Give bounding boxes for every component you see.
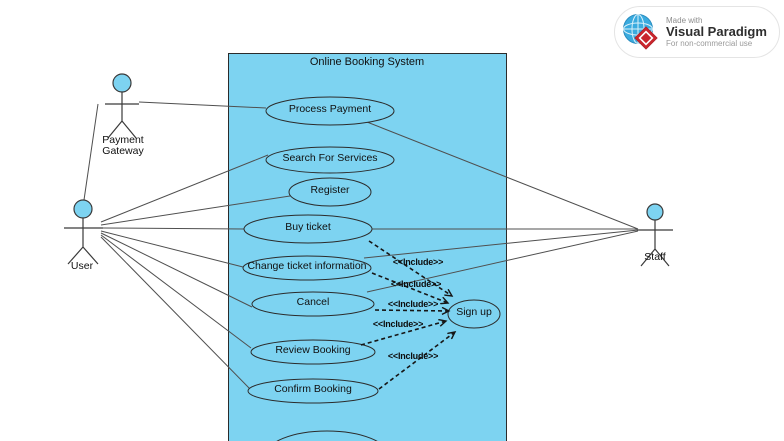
usecase-label-change-ticket-information: Change ticket information	[247, 260, 367, 272]
usecase-process-payment-ellipse	[265, 96, 395, 126]
user-body	[64, 218, 103, 265]
usecase-label-buy-ticket: Buy ticket	[285, 221, 331, 233]
usecase-label-sign-up: Sign up	[456, 306, 492, 318]
actor-payment-gateway	[105, 73, 139, 139]
usecase-buy-ticket-ellipse	[243, 214, 373, 244]
include-label-review-booking: <<Include>>	[372, 319, 424, 329]
actor-label-staff: Staff	[644, 251, 666, 263]
include-label-confirm-booking: <<Include>>	[387, 351, 439, 361]
association-process-payment-staff	[366, 121, 639, 230]
system-boundary-title: Online Booking System	[309, 56, 425, 68]
usecase-label-review-booking: Review Booking	[275, 344, 351, 356]
usecase-unlabeled-ellipse	[276, 430, 378, 441]
actor-label-payment-gateway: Payment Gateway	[102, 134, 144, 157]
usecase-register-ellipse	[288, 177, 372, 207]
association-change-ticket-information-staff	[363, 229, 639, 259]
logo-brand-text: Visual Paradigm	[666, 24, 767, 39]
usecase-label-search-for-services: Search For Services	[282, 152, 378, 164]
include-arrow-cancel-sign-up	[374, 310, 449, 311]
association-user-change-ticket-information	[100, 230, 244, 268]
include-arrow-confirm-booking-sign-up	[378, 332, 455, 390]
association-user-cancel	[100, 232, 253, 308]
include-label-buy-ticket: <<Include>>	[392, 257, 444, 267]
usecase-label-process-payment: Process Payment	[288, 103, 372, 115]
usecase-label-cancel: Cancel	[296, 296, 330, 308]
actor-label-user: User	[70, 260, 94, 272]
staff-body	[637, 220, 673, 267]
user-head	[73, 199, 93, 219]
logo-made-with-text: Made with	[666, 16, 703, 25]
payment-gateway-head	[112, 73, 132, 93]
association-payment-gateway-process-payment	[138, 101, 267, 109]
include-label-change-ticket-information: <<Include>>	[390, 279, 442, 289]
association-user-review-booking	[100, 234, 252, 349]
staff-head	[646, 203, 664, 221]
usecase-review-booking-ellipse	[250, 339, 376, 365]
include-arrow-review-booking-sign-up	[360, 321, 446, 346]
usecase-search-for-services-ellipse	[265, 146, 395, 174]
visual-paradigm-badge[interactable]: Made with Visual Paradigm For non-commer…	[614, 6, 780, 58]
include-arrow-buy-ticket-sign-up	[368, 240, 452, 296]
association-user-register	[100, 195, 291, 226]
usecase-label-confirm-booking: Confirm Booking	[274, 383, 352, 395]
association-user-buy-ticket	[102, 227, 245, 230]
association-user-search-for-services	[100, 154, 269, 223]
visual-paradigm-globe-icon	[623, 14, 658, 50]
association-cancel-staff	[366, 230, 639, 293]
usecase-cancel-ellipse	[251, 291, 375, 317]
actor-staff	[637, 203, 673, 267]
association-payment-gateway-user	[83, 103, 99, 201]
logo-license-text: For non-commercial use	[666, 39, 753, 48]
usecase-label-register: Register	[310, 184, 350, 196]
actor-user	[64, 199, 103, 265]
usecase-confirm-booking-ellipse	[247, 378, 379, 404]
payment-gateway-body	[105, 92, 139, 139]
usecase-change-ticket-information-ellipse	[242, 255, 372, 281]
include-label-cancel: <<Include>>	[387, 299, 439, 309]
association-user-confirm-booking	[100, 236, 251, 390]
